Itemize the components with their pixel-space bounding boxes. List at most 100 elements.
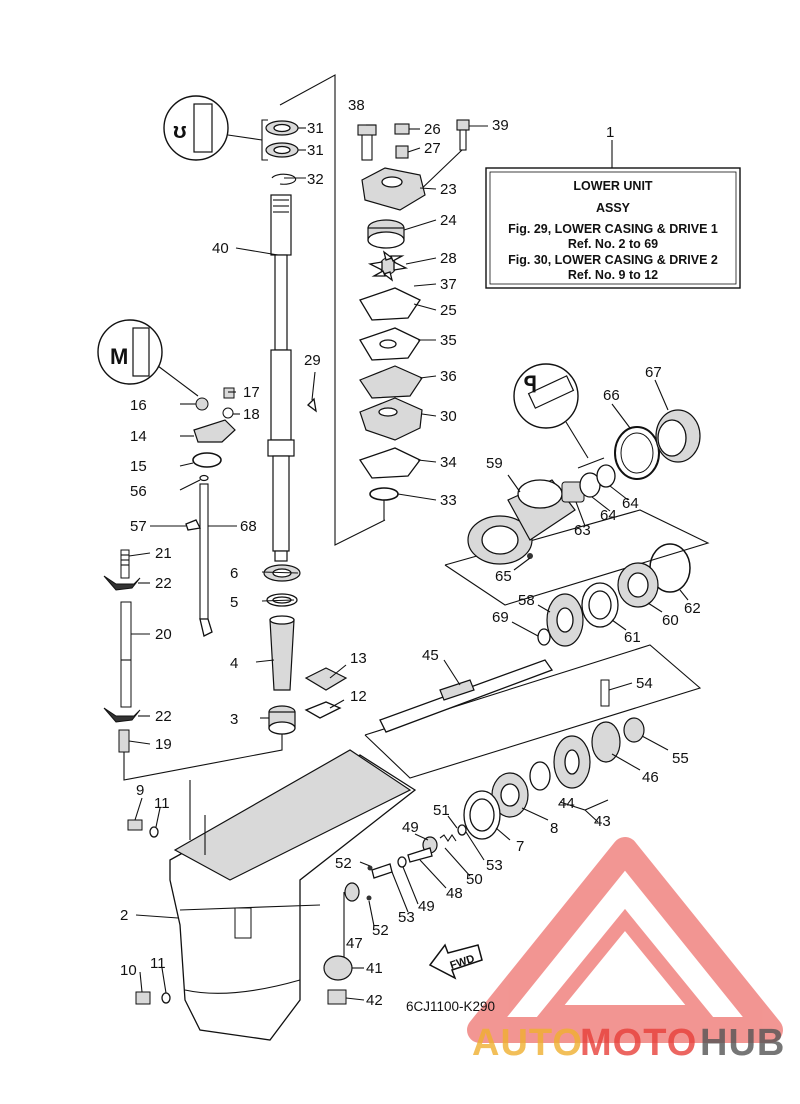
callout-40: 40 [212,240,229,257]
watermark-part-moto: MOTO [580,1022,697,1064]
callout-32: 32 [307,171,324,188]
callout-31: 31 [307,120,324,137]
callout-10: 10 [120,962,137,979]
callout-16: 16 [130,397,147,414]
callout-15: 15 [130,458,147,475]
box-fig-29: Fig. 29, LOWER CASING & DRIVE 1 [508,222,718,236]
ref-number: 1 [606,124,614,141]
callout-66: 66 [603,387,620,404]
callout-64: 64 [600,507,617,524]
callout-60: 60 [662,612,679,629]
callout-27: 27 [424,140,441,157]
leader-lines [128,124,689,1001]
callout-42: 42 [366,992,383,1009]
callout-41: 41 [366,960,383,977]
callout-8: 8 [550,820,558,837]
callout-19: 19 [155,736,172,753]
callout-68: 68 [240,518,257,535]
box-subtitle: ASSY [596,201,631,215]
callout-49: 49 [402,819,419,836]
callout-58: 58 [518,592,535,609]
callout-numbers: 31 31 32 40 29 6 5 4 3 13 12 16 17 18 14… [120,97,701,1009]
callout-53: 53 [486,857,503,874]
callout-67: 67 [645,364,662,381]
callout-44: 44 [558,795,575,812]
callout-22: 22 [155,575,172,592]
group-boundaries [123,74,710,781]
callout-38: 38 [348,97,365,114]
callout-35: 35 [440,332,457,349]
box-ref-range-2: Ref. No. 9 to 12 [568,268,658,282]
propeller-shaft-housing-group: ꟼ [467,363,701,647]
callout-62: 62 [684,600,701,617]
callout-54: 54 [636,675,653,692]
callout-56: 56 [130,483,147,500]
assembly-info-box: 1 LOWER UNIT ASSY Fig. 29, LOWER CASING … [485,124,741,289]
shift-rod-group: M [97,319,236,753]
callout-64: 64 [622,495,639,512]
callout-59: 59 [486,455,503,472]
watermark-text: AUTO MOTO HUB [472,1022,785,1064]
callout-14: 14 [130,428,147,445]
watermark-logo [467,837,783,1043]
callout-6: 6 [230,565,238,582]
callout-34: 34 [440,454,457,471]
callout-30: 30 [440,408,457,425]
callout-28: 28 [440,250,457,267]
callout-21: 21 [155,545,172,562]
box-fig-30: Fig. 30, LOWER CASING & DRIVE 2 [508,253,718,267]
callout-33: 33 [440,492,457,509]
lower-casing [127,749,417,1041]
callout-57: 57 [130,518,147,535]
svg-text:ʊ: ʊ [173,118,187,143]
callout-11: 11 [154,795,170,812]
callout-4: 4 [230,655,238,672]
callout-13: 13 [350,650,367,667]
callout-63: 63 [574,522,591,539]
callout-55: 55 [672,750,689,767]
callout-9: 9 [136,782,144,799]
callout-36: 36 [440,368,457,385]
drive-shaft-group: ʊ [163,95,317,735]
fwd-arrow-icon: FWD [428,943,483,980]
callout-52: 52 [335,855,352,872]
callout-69: 69 [492,609,509,626]
callout-18: 18 [243,406,260,423]
diagram-code: 6CJ1100-K290 [406,999,495,1014]
callout-2: 2 [120,907,128,924]
callout-50: 50 [466,871,483,888]
callout-45: 45 [422,647,439,664]
callout-46: 46 [642,769,659,786]
callout-11: 11 [150,955,166,972]
callout-23: 23 [440,181,457,198]
water-pump-group [357,119,470,520]
box-ref-range-1: Ref. No. 2 to 69 [568,237,658,251]
callout-25: 25 [440,302,457,319]
callout-26: 26 [424,121,441,138]
callout-49: 49 [418,898,435,915]
box-title: LOWER UNIT [573,179,653,193]
callout-65: 65 [495,568,512,585]
watermark-part-auto: AUTO [472,1022,583,1064]
callout-53: 53 [398,909,415,926]
callout-5: 5 [230,594,238,611]
callout-43: 43 [594,813,611,830]
callout-52: 52 [372,922,389,939]
shim-parts [304,667,348,719]
callout-61: 61 [624,629,641,646]
watermark-part-hub: HUB [700,1022,785,1064]
callout-24: 24 [440,212,457,229]
callout-22: 22 [155,708,172,725]
callout-12: 12 [350,688,367,705]
callout-17: 17 [243,384,260,401]
callout-31: 31 [307,142,324,159]
callout-47: 47 [346,935,363,952]
callout-29: 29 [304,352,321,369]
svg-text:ꟼ: ꟼ [524,372,537,397]
callout-7: 7 [516,838,524,855]
propeller-shaft-group [323,659,645,1005]
svg-text:M: M [110,344,128,369]
callout-39: 39 [492,117,509,134]
callout-51: 51 [433,802,450,819]
